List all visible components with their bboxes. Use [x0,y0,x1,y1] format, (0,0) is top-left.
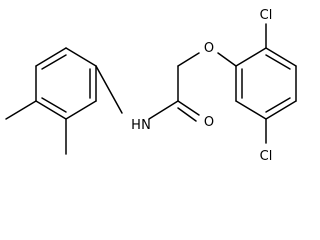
carbonyl-oxygen-label: O [204,115,214,130]
nitrogen-carbonyl-bond [148,100,179,120]
ether-oxygen-label: O [204,41,214,56]
structure-canvas: Cl Cl O O N H [5,8,297,164]
ring-a-bond [35,47,67,67]
ring-a-bond [35,100,67,120]
carbonyl-double-bond [177,107,197,122]
dimethylphenyl-ring [35,47,97,120]
dichlorophenyl-ring [235,47,297,120]
ring-b-bond [235,100,267,120]
structure-drawing: Cl Cl O O N H [5,8,297,164]
ring-b-double-bond [265,97,291,113]
amide-hydrogen-label: H [131,118,141,133]
ring-b-bond [265,100,297,120]
ring-a-double-bond [41,54,67,70]
ring-a-double-bond [41,97,67,113]
methylene-oxygen-bond [177,52,200,67]
ring-b-bond [235,47,267,67]
chlorine-top-label: Cl [260,8,273,23]
ring-b-double-bond [265,54,291,70]
amide-nitrogen-label: N [141,118,151,133]
methyl-bond-3 [5,100,37,120]
ring-b-bond [265,47,297,67]
ring-a-bond [65,100,97,120]
aryl-nitrogen-bond [95,65,123,114]
chlorine-bottom-label: Cl [260,149,273,164]
oxygen-aryl-bond [217,52,237,67]
carbonyl-double-bond [177,100,200,116]
ring-a-bond [65,47,97,67]
